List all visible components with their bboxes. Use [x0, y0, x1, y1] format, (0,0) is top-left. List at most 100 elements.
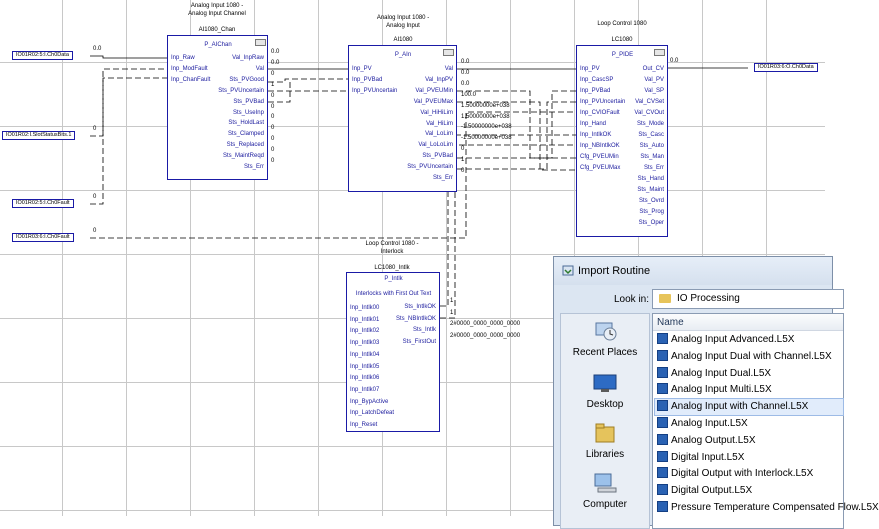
look-in-dropdown[interactable]: IO Processing: [652, 289, 844, 309]
input-pin[interactable]: Inp_CascSP: [580, 77, 614, 83]
output-pin[interactable]: Sts_Clamped: [227, 131, 264, 138]
output-pin[interactable]: Sts_PVUncertain: [407, 164, 453, 171]
file-item[interactable]: Analog Input Advanced.L5X: [655, 332, 843, 348]
input-pin[interactable]: Inp_Intlk06: [350, 375, 380, 382]
input-pin[interactable]: Cfg_PVEUMin: [580, 154, 619, 160]
output-pin[interactable]: Sts_UseInp: [232, 109, 264, 116]
block-p-intlk[interactable]: P_Intlk Interlocks with First Out Text I…: [346, 272, 440, 432]
file-item[interactable]: Pressure Temperature Compensated Flow.L5…: [655, 500, 879, 516]
input-pin[interactable]: Inp_Intlk01: [350, 316, 380, 323]
import-routine-dialog[interactable]: Import Routine Look in: IO Processing Re…: [553, 256, 879, 529]
output-pin[interactable]: Sts_FirstOut: [402, 339, 436, 346]
input-pin[interactable]: Inp_Reset: [350, 422, 378, 428]
file-item[interactable]: Analog Input Dual.L5X: [655, 366, 843, 382]
output-pin[interactable]: Sts_HoldLast: [228, 120, 264, 127]
place-desktop[interactable]: Desktop: [561, 372, 649, 410]
output-pin[interactable]: Sts_Intlk: [412, 327, 436, 334]
block-properties-icon[interactable]: [255, 39, 266, 46]
file-item[interactable]: Analog Output.L5X: [655, 433, 843, 449]
input-pin[interactable]: Inp_PVBad: [352, 76, 383, 83]
output-pin[interactable]: Sts_Replaced: [226, 142, 264, 149]
place-computer[interactable]: Computer: [561, 472, 649, 510]
output-pin[interactable]: Sts_Oper: [638, 220, 664, 226]
input-pin[interactable]: Inp_LatchDefeat: [350, 410, 395, 417]
file-item[interactable]: Analog Input Dual with Channel.L5X: [655, 349, 843, 365]
file-item[interactable]: Digital Output.L5X: [655, 483, 843, 499]
output-pin[interactable]: Val_PVEUMin: [415, 87, 453, 94]
output-pin[interactable]: Sts_Err: [432, 175, 453, 181]
input-pin[interactable]: Inp_IntlkOK: [580, 132, 612, 138]
input-pin[interactable]: Inp_BypActive: [350, 398, 389, 405]
input-pin[interactable]: Inp_PVBad: [580, 88, 611, 94]
input-pin[interactable]: Inp_ModFault: [171, 65, 208, 72]
place-libraries[interactable]: Libraries: [561, 422, 649, 460]
output-pin[interactable]: Sts_Maint: [637, 187, 664, 193]
output-ref-outcv[interactable]: IO01R03:6:O.Ch0Data: [754, 63, 818, 72]
dialog-titlebar[interactable]: Import Routine: [554, 257, 832, 285]
input-pin[interactable]: Inp_Intlk00: [350, 305, 380, 311]
output-pin[interactable]: Sts_MaintReqd: [222, 153, 264, 160]
output-pin[interactable]: Sts_NBIntlkOK: [395, 315, 436, 322]
output-pin[interactable]: Sts_Casc: [638, 132, 664, 138]
block-properties-icon[interactable]: [654, 49, 665, 56]
input-pin[interactable]: Inp_Intlk07: [350, 386, 380, 393]
input-ref-ch0fault2[interactable]: IO01R03:6:I.Ch0Fault: [12, 233, 74, 242]
output-pin[interactable]: Val_CVOut: [634, 110, 664, 116]
file-item[interactable]: Analog Input Multi.L5X: [655, 382, 843, 398]
output-pin[interactable]: Sts_PVBad: [233, 98, 264, 105]
input-pin[interactable]: Inp_PV: [580, 66, 600, 72]
input-pin[interactable]: Inp_ChanFault: [171, 76, 211, 83]
output-pin[interactable]: Sts_Ovrd: [638, 198, 664, 204]
output-pin[interactable]: Val_PV: [644, 77, 664, 83]
output-pin[interactable]: Out_CV: [642, 66, 664, 72]
input-ref-ch0fault[interactable]: IO01R02:5:I.Ch0Fault: [12, 199, 74, 208]
input-pin[interactable]: Cfg_PVEUMax: [580, 165, 621, 171]
output-pin[interactable]: Val: [255, 65, 264, 72]
block-properties-icon[interactable]: [443, 49, 454, 56]
input-pin[interactable]: Inp_Intlk04: [350, 351, 380, 358]
input-pin[interactable]: Inp_Hand: [580, 121, 607, 127]
input-pin[interactable]: Inp_PVUncertain: [580, 99, 626, 105]
input-pin[interactable]: Inp_PVUncertain: [352, 87, 398, 94]
file-item[interactable]: Digital Output with Interlock.L5X: [655, 466, 843, 482]
output-pin[interactable]: Val_CVSet: [635, 99, 664, 105]
input-pin[interactable]: Inp_Intlk03: [350, 340, 380, 347]
output-pin[interactable]: Sts_Err: [643, 165, 664, 171]
column-header-name[interactable]: Name: [653, 314, 843, 331]
output-pin[interactable]: Sts_IntlkOK: [404, 304, 436, 310]
output-pin[interactable]: Val_SP: [644, 88, 664, 94]
output-pin[interactable]: Val: [444, 66, 453, 72]
place-recent[interactable]: Recent Places: [561, 320, 649, 358]
file-item[interactable]: Analog Input.L5X: [655, 416, 843, 432]
input-pin[interactable]: Inp_NBIntlkOK: [580, 143, 620, 149]
output-pin[interactable]: Val_HiLim: [426, 120, 453, 127]
output-pin[interactable]: Sts_PVBad: [422, 153, 453, 160]
output-pin[interactable]: Val_LoLoLim: [418, 142, 453, 149]
output-pin[interactable]: Sts_Prog: [639, 209, 664, 215]
output-pin[interactable]: Sts_Hand: [637, 176, 664, 182]
output-pin[interactable]: Val_InpPV: [425, 76, 453, 83]
input-pin[interactable]: Inp_Raw: [171, 55, 195, 61]
input-pin[interactable]: Inp_Intlk02: [350, 328, 380, 335]
output-pin[interactable]: Sts_Auto: [639, 143, 664, 149]
output-pin[interactable]: Val_PVEUMax: [413, 98, 453, 105]
output-pin[interactable]: Val_InpRaw: [232, 55, 264, 61]
file-item[interactable]: Digital Input.L5X: [655, 450, 843, 466]
input-ref-slotstatus[interactable]: IO01R02:I.SlotStatusBits.1: [2, 131, 76, 140]
output-pin[interactable]: Sts_Err: [243, 164, 264, 170]
input-pin[interactable]: Inp_Intlk05: [350, 363, 380, 370]
input-ref-ch0data[interactable]: IO01R02:5:I.Ch0Data: [12, 51, 73, 60]
output-pin[interactable]: Sts_Mode: [636, 121, 664, 127]
input-pin[interactable]: Inp_PV: [352, 66, 372, 72]
output-pin[interactable]: Sts_PVUncertain: [218, 87, 264, 94]
output-pin[interactable]: Val_HiHiLim: [420, 109, 453, 116]
output-pin[interactable]: Sts_PVGood: [229, 76, 264, 83]
input-pin[interactable]: Inp_CVIOFault: [580, 110, 620, 116]
file-item[interactable]: Analog Input with Channel.L5X: [654, 398, 844, 417]
output-pin[interactable]: Val_LoLim: [425, 131, 453, 138]
output-pin[interactable]: Sts_Man: [640, 154, 664, 160]
